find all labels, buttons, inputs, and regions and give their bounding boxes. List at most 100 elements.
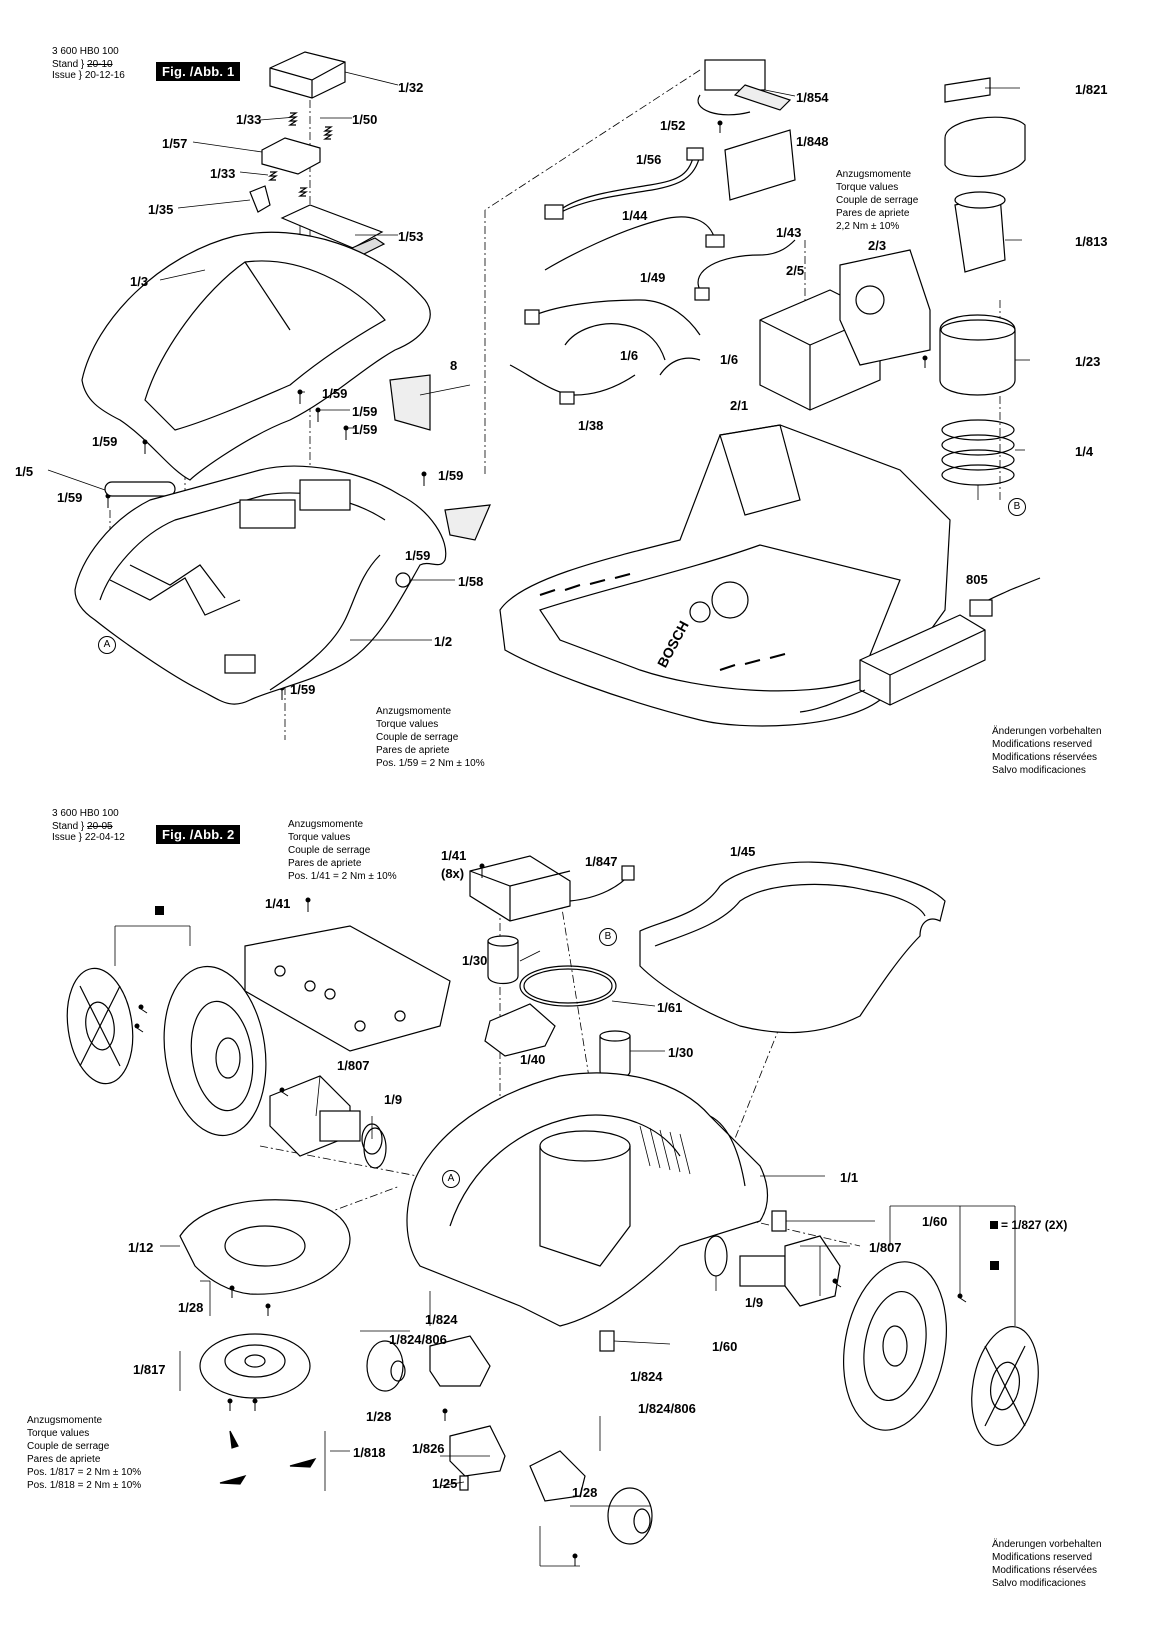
note-line: Salvo modificaciones — [992, 1578, 1086, 1589]
figure-tag: Fig. /Abb. 2 — [156, 825, 241, 844]
figure-2-sheet: 3 600 HB0 100 Stand } 20-05 Issue } 22-0… — [0, 808, 1169, 1652]
part-label: 1/5 — [15, 464, 34, 479]
note-line: Pos. 1/41 = 2 Nm ± 10% — [288, 871, 397, 882]
part-label: 1/43 — [776, 225, 802, 240]
wheel-cover-right — [971, 1326, 1039, 1446]
part-label: 1/818 — [353, 1445, 386, 1460]
note-line: Änderungen vorbehalten — [992, 726, 1102, 737]
part-label: 805 — [966, 572, 988, 587]
part-label: 1/49 — [640, 270, 666, 285]
part-label: 1/58 — [458, 574, 484, 589]
part-label: 1/4 — [1075, 444, 1094, 459]
part-label: 1/6 — [720, 352, 739, 367]
part-label: 1/817 — [133, 1362, 166, 1377]
ring-1-61 — [519, 965, 617, 1007]
torque-note: Anzugsmomente Torque values Couple de se… — [288, 818, 397, 883]
part-label: 1/6 — [620, 348, 639, 363]
square-marker — [990, 1261, 999, 1270]
note-line: Couple de serrage — [288, 845, 371, 856]
part-label: 2/1 — [730, 398, 749, 413]
clip-upper — [771, 1210, 787, 1232]
button-1-58 — [395, 572, 411, 588]
note-line: Pares de apriete — [27, 1454, 101, 1465]
part-label: 1/12 — [128, 1240, 154, 1255]
doc-number: 3 600 HB0 100 — [52, 808, 119, 819]
part-label: 1/59 — [438, 468, 464, 483]
note-line: Torque values — [836, 182, 899, 193]
issue-label: Issue — [52, 70, 76, 81]
note-line: Torque values — [288, 832, 351, 843]
stand-old: 20-10 — [87, 59, 113, 70]
note-line: Anzugsmomente — [376, 706, 452, 717]
changes-note: Änderungen vorbehalten Modifications res… — [992, 1538, 1102, 1590]
part-label: 1/56 — [636, 152, 662, 167]
main-housing — [74, 465, 447, 705]
part-label: 1/59 — [290, 682, 316, 697]
note-line: Anzugsmomente — [288, 819, 364, 830]
square-marker — [990, 1221, 998, 1229]
part-label: 1/25 — [432, 1476, 458, 1491]
gasket-1-40 — [484, 1003, 556, 1057]
seal-right — [704, 1235, 728, 1277]
callout-b: B — [1008, 498, 1026, 516]
motor-left — [269, 1075, 383, 1157]
part-label: 1/59 — [92, 434, 118, 449]
issue-label: Issue — [52, 832, 76, 843]
part-label: 1/9 — [384, 1092, 403, 1107]
note-line: Änderungen vorbehalten — [992, 1539, 1102, 1550]
part-label: 1/807 — [869, 1240, 902, 1255]
main-body — [406, 1072, 769, 1327]
torque-note: Anzugsmomente Torque values Couple de se… — [27, 1414, 141, 1492]
part-label: 1/9 — [745, 1295, 764, 1310]
part-label: 1/59 — [322, 386, 348, 401]
part-label: 1/30 — [668, 1045, 694, 1060]
weights-1-30 — [487, 935, 631, 1080]
issue-date: 22-04-12 — [84, 832, 125, 843]
cable-harnesses — [509, 59, 796, 405]
part-label: 1/807 — [337, 1058, 370, 1073]
part-label: (8x) — [441, 866, 465, 881]
frame-1-45 — [639, 861, 946, 1034]
figure-1-drawing: BOSCH — [47, 51, 1041, 740]
part-label: 1/3 — [130, 274, 149, 289]
part-label: 1/826 — [412, 1441, 445, 1456]
wheel-left — [163, 965, 267, 1137]
module-1-847 — [469, 855, 635, 922]
note-line: Couple de serrage — [376, 732, 459, 743]
part-label: 1/824 — [425, 1312, 458, 1327]
note-line: Anzugsmomente — [836, 169, 912, 180]
note-line: Modifications reserved — [992, 1552, 1093, 1563]
note-line: Modifications reserved — [992, 739, 1093, 750]
keypad-holder — [261, 137, 321, 175]
legend-text: = 1/827 (2X) — [1001, 1218, 1068, 1232]
part-label: 1/41 — [265, 896, 291, 911]
part-label: 1/28 — [366, 1409, 392, 1424]
square-marker — [155, 906, 164, 915]
part-label: 1/57 — [162, 136, 188, 151]
motor-right — [739, 1235, 841, 1307]
part-label: 1/813 — [1075, 234, 1108, 249]
changes-note: Änderungen vorbehalten Modifications res… — [992, 725, 1102, 777]
part-label: 1/59 — [352, 422, 378, 437]
stand-label: Stand — [52, 59, 79, 70]
callout-a: A — [98, 636, 116, 654]
stand-issue: Stand } 20-10 Issue } 20-12-16 — [52, 59, 125, 81]
part-label: 1/41 — [441, 848, 467, 863]
note-line: Couple de serrage — [836, 195, 919, 206]
note-line: Torque values — [27, 1428, 90, 1439]
note-line: Anzugsmomente — [27, 1415, 103, 1426]
button-cover — [269, 51, 346, 99]
part-label: 1/44 — [622, 208, 648, 223]
blade-disc — [199, 1333, 311, 1399]
part-label: 1/824/806 — [638, 1401, 696, 1416]
note-line: Torque values — [376, 719, 439, 730]
issue-date: 20-12-16 — [84, 70, 125, 81]
bracket-lines — [114, 925, 1016, 1567]
part-label: 1/45 — [730, 844, 756, 859]
part-label: 1/61 — [657, 1000, 683, 1015]
switch — [249, 185, 271, 213]
part-label: 1/32 — [398, 80, 424, 95]
wheel-right — [842, 1261, 948, 1431]
legend: = 1/827 (2X) — [990, 1218, 1067, 1232]
figure-1-sheet: BOSCH 3 600 HB0 100 Stand } 20-10 Issue … — [0, 0, 1169, 800]
